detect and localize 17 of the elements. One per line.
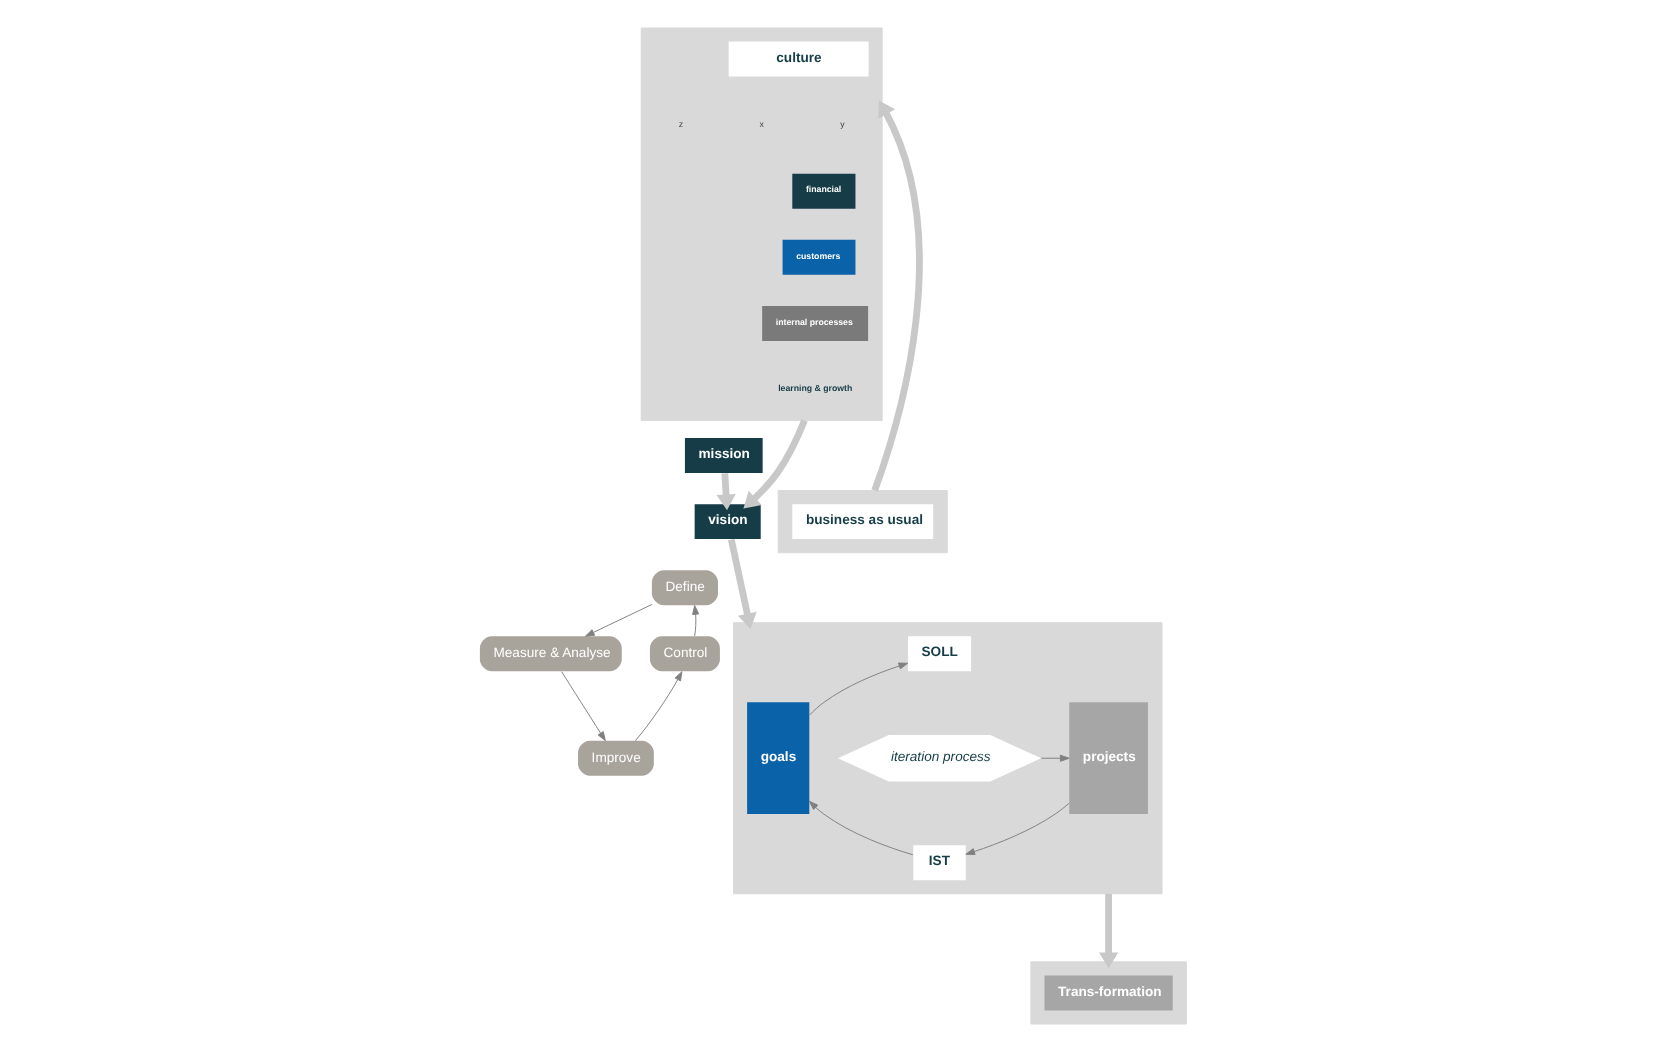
arrow — [1097, 893, 1118, 969]
arrow — [742, 419, 807, 509]
arrow — [807, 662, 908, 716]
arrow — [1039, 754, 1069, 762]
arrow — [633, 671, 682, 742]
arrow — [964, 802, 1069, 855]
arrow — [691, 605, 699, 637]
cluster — [732, 622, 1162, 895]
cluster — [1029, 961, 1186, 1025]
arrow — [560, 671, 605, 742]
cluster — [776, 490, 947, 554]
arrow — [583, 604, 652, 637]
arrow — [870, 100, 922, 492]
arrow — [807, 800, 913, 856]
cluster — [639, 27, 882, 422]
arrow — [727, 538, 756, 630]
arrow — [715, 473, 735, 511]
